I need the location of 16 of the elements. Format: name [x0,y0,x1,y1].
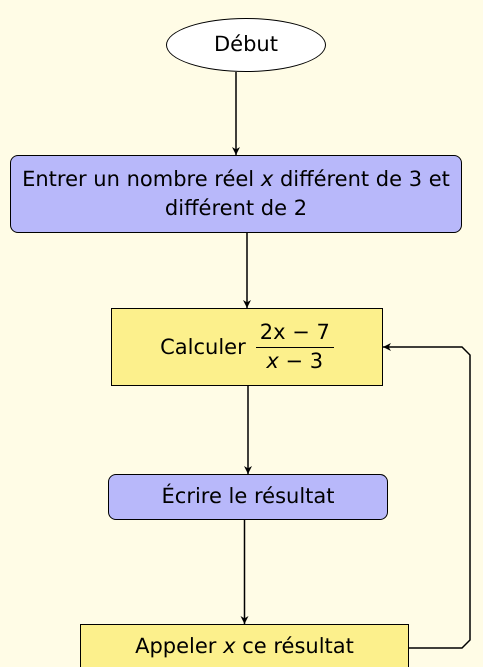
input-output-box [108,474,388,520]
node-text: Appeler x ce résultat [135,633,354,660]
node-text: Début [214,31,278,58]
process-box [111,308,383,386]
step-label: Calculer [160,335,246,359]
arrow [244,386,252,474]
process-box [80,624,409,667]
numerator: 2x − 7 [256,319,334,348]
node-text: Écrire le résultat [162,482,334,510]
denominator: x − 3 [265,348,324,374]
node-text: Entrer un nombre réel x différent de 3 et différent de 2 [21,166,451,222]
input-output-box [10,155,462,233]
arrow [243,233,251,308]
arrow [383,343,471,649]
arrow [232,72,240,155]
arrow [240,520,248,624]
